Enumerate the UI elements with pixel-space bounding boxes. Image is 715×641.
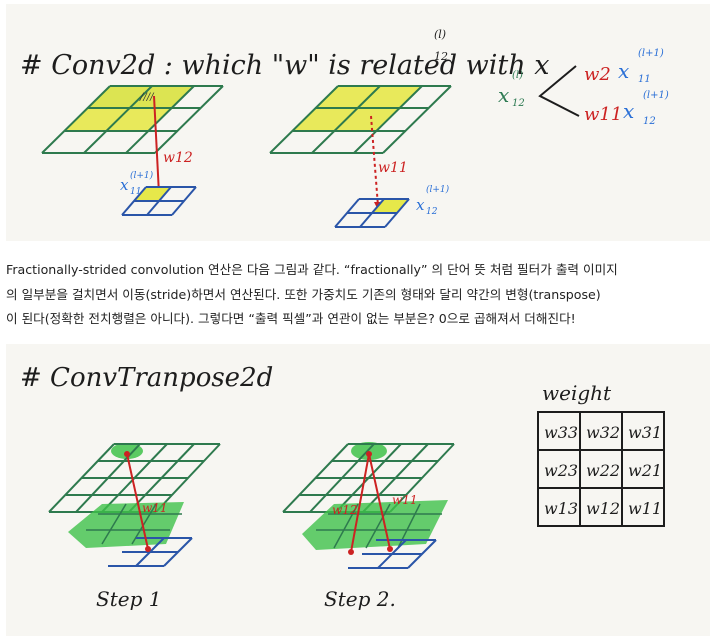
left-output-label: x	[120, 176, 129, 194]
step1-arrow	[124, 451, 151, 552]
paragraph-line: Fractionally-strided convolution 연산은 다음 …	[6, 262, 618, 277]
weight-matrix	[537, 411, 665, 527]
step1-input-grid	[48, 443, 221, 513]
conv2d-title: # Conv2d : which "w" is related with x	[20, 50, 549, 81]
conv2d-title-sub: 12	[434, 50, 448, 63]
svg-text:12: 12	[643, 116, 656, 127]
left-output-grid	[121, 186, 197, 216]
weight-cell: w23	[544, 461, 578, 480]
paragraph-line: 의 일부분을 걸치면서 이동(stride)하면서 연산된다. 또한 가중치도 …	[6, 286, 601, 302]
right-input-grid	[269, 85, 452, 154]
left-input-grid: ////	[41, 85, 224, 154]
conv2d-diagram: # Conv2d : which "w" is related with x (…	[20, 28, 669, 228]
tree-top-weight: w2	[584, 64, 611, 85]
weight-title: weight	[542, 381, 612, 405]
weight-cell: w33	[544, 423, 578, 442]
weight-cell: w12	[586, 499, 620, 518]
right-output-grid	[334, 198, 410, 228]
step1-weight-label: w11	[142, 501, 168, 515]
step2-output-grid	[302, 500, 448, 569]
step1-output-grid	[68, 502, 193, 567]
conv2d-title-sup: (l)	[434, 28, 446, 41]
weight-cell: w13	[544, 499, 578, 518]
step2-label: Step 2.	[324, 587, 396, 611]
step1-label: Step 1	[96, 587, 161, 611]
weight-cell: w31	[628, 423, 662, 442]
step2-weight-right: w11	[392, 493, 418, 507]
svg-text:(l+1): (l+1)	[426, 184, 450, 195]
svg-text:(l): (l)	[512, 70, 523, 81]
svg-text:(l+1): (l+1)	[643, 90, 669, 101]
svg-text:12: 12	[426, 207, 438, 217]
conv2d-figure: # Conv2d : which "w" is related with x (…	[6, 4, 710, 241]
tree-bottom-weight: w11	[584, 104, 622, 125]
right-output-label: x	[416, 196, 425, 214]
weight-cell: w22	[586, 461, 620, 480]
weight-relation-tree: x (l) 12 w2 x (l+1) 11 w11 x (l+1) 12	[498, 48, 669, 127]
tree-root: x	[498, 83, 509, 107]
step2-weight-left: w12	[332, 503, 358, 517]
tree-bottom-target: x	[623, 99, 634, 123]
convtranspose2d-figure: # ConvTranpose2d	[6, 344, 710, 636]
weight-cell: w11	[628, 499, 662, 518]
weight-cell: w32	[586, 423, 620, 442]
svg-text:11: 11	[130, 187, 141, 197]
convtranspose2d-diagram: # ConvTranpose2d	[20, 363, 665, 611]
explanation-paragraph: Fractionally-strided convolution 연산은 다음 …	[6, 258, 710, 332]
paragraph-line: 이 된다(정확한 전치행렬은 아니다). 그렇다면 “출력 픽셀”과 연관이 없…	[6, 311, 576, 327]
tree-top-target: x	[618, 59, 629, 83]
convtranspose-title: # ConvTranpose2d	[20, 363, 273, 393]
svg-text:11: 11	[638, 74, 651, 85]
right-weight-label: w11	[378, 160, 408, 176]
weight-cell: w21	[628, 461, 662, 480]
left-weight-label: w12	[163, 150, 193, 166]
svg-text:(l+1): (l+1)	[638, 48, 664, 59]
svg-text:(l+1): (l+1)	[130, 170, 154, 181]
svg-text:////: ////	[139, 92, 155, 103]
svg-text:12: 12	[512, 98, 525, 109]
step2-arrows	[348, 451, 393, 555]
